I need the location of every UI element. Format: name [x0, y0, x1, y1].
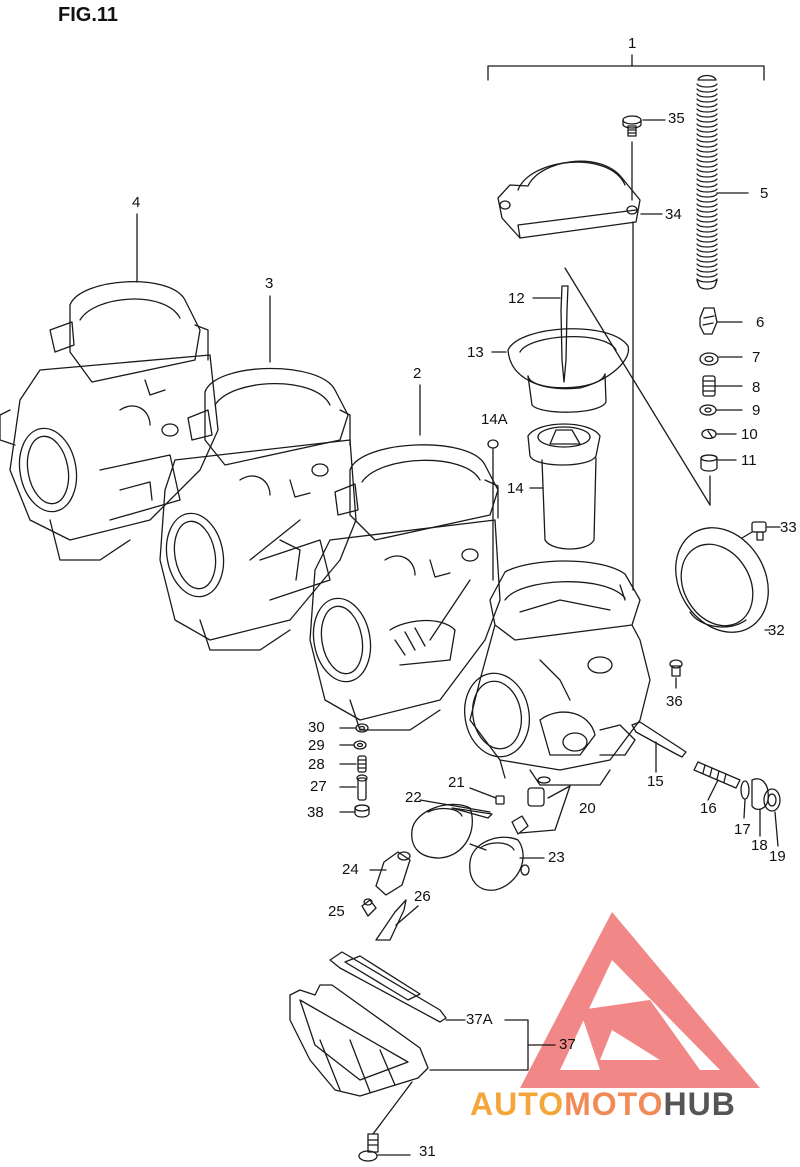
- callout-24: 24: [342, 861, 359, 878]
- callout-19: 19: [769, 848, 786, 865]
- callout-8: 8: [752, 379, 761, 396]
- callout-1: 1: [628, 35, 637, 52]
- callout-17: 17: [734, 821, 751, 838]
- callout-36: 36: [666, 693, 683, 710]
- callout-5: 5: [760, 185, 769, 202]
- watermark-hub: HUB: [663, 1086, 736, 1122]
- diaphragm-13: [491, 328, 630, 413]
- parts-27-30-38: [339, 723, 370, 818]
- callout-38: 38: [307, 804, 324, 821]
- jet-needle-12: [532, 285, 569, 383]
- parts-15-19: [631, 721, 781, 847]
- screw-36: [669, 659, 683, 689]
- carburetor-2: [309, 384, 501, 731]
- callout-12: 12: [508, 290, 525, 307]
- callout-32: 32: [768, 622, 785, 639]
- small-parts-6-11: [699, 307, 743, 472]
- top-cap-34: [497, 160, 663, 239]
- callout-33: 33: [780, 519, 797, 536]
- float-bowl-37: [289, 951, 556, 1097]
- callout-29: 29: [308, 737, 325, 754]
- callout-6: 6: [756, 314, 765, 331]
- callout-20: 20: [579, 800, 596, 817]
- callout-22: 22: [405, 789, 422, 806]
- callout-13: 13: [467, 344, 484, 361]
- callout-2: 2: [413, 365, 422, 382]
- callout-4: 4: [132, 194, 141, 211]
- callout-3: 3: [265, 275, 274, 292]
- watermark-moto: MOTO: [564, 1086, 664, 1122]
- callout-35: 35: [668, 110, 685, 127]
- callout-37a: 37A: [466, 1011, 493, 1028]
- parts-24-26: [361, 851, 419, 941]
- watermark-auto: AUTO: [470, 1086, 565, 1122]
- assembly-bracket: [487, 54, 765, 81]
- callout-30: 30: [308, 719, 325, 736]
- float-chamber-cover-32: [675, 527, 771, 633]
- group-line: [564, 267, 711, 506]
- callout-31: 31: [419, 1143, 436, 1160]
- callout-34: 34: [665, 206, 682, 223]
- callout-10: 10: [741, 426, 758, 443]
- callout-15: 15: [647, 773, 664, 790]
- callout-25: 25: [328, 903, 345, 920]
- figure-title: FIG.11: [58, 4, 119, 26]
- carburetor-body-front: [464, 560, 651, 786]
- callout-23: 23: [548, 849, 565, 866]
- callout-14: 14: [507, 480, 524, 497]
- screw-33: [751, 521, 781, 541]
- callout-16: 16: [700, 800, 717, 817]
- carburetor-3: [159, 295, 357, 651]
- callout-28: 28: [308, 756, 325, 773]
- watermark-text: AUTOMOTOHUB: [470, 1086, 736, 1123]
- callout-21: 21: [448, 774, 465, 791]
- parts-20-23: [411, 776, 571, 891]
- callout-7: 7: [752, 349, 761, 366]
- callout-37: 37: [559, 1036, 576, 1053]
- callout-18: 18: [751, 837, 768, 854]
- callout-9: 9: [752, 402, 761, 419]
- piston-14: [487, 423, 601, 581]
- callout-27: 27: [310, 778, 327, 795]
- callout-11: 11: [741, 452, 757, 469]
- watermark-logo: [520, 912, 760, 1088]
- callout-14a: 14A: [481, 411, 508, 428]
- callout-26: 26: [414, 888, 431, 905]
- screw-31: [358, 1081, 413, 1162]
- carburetor-4: [0, 213, 219, 561]
- spring-5: [696, 74, 749, 290]
